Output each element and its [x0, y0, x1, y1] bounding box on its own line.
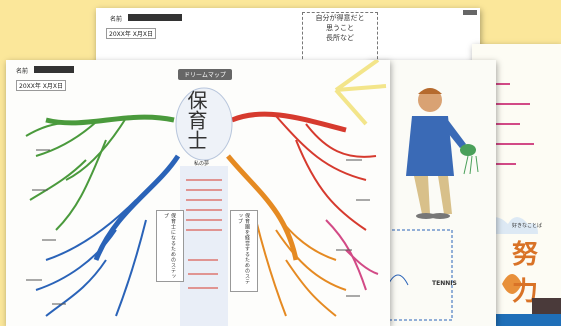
date-field: 20XX年 X月X日 — [106, 28, 156, 39]
branch-notes — [26, 149, 370, 305]
date-field: 20XX年 X月X日 — [16, 80, 66, 91]
person-shirt — [406, 116, 454, 176]
center-cloud — [175, 87, 233, 161]
red-branch — [231, 111, 377, 231]
mind-map — [25, 60, 387, 326]
worksheet-front: 名前 20XX年 X月X日 ドリームマップ — [6, 60, 390, 326]
watering-can — [460, 144, 476, 156]
sun-rays — [334, 60, 387, 126]
pink-branch — [325, 219, 379, 291]
name-field — [34, 66, 74, 73]
person-pants — [414, 176, 452, 214]
worksheet-title: ドリームマップ — [178, 69, 232, 80]
center-ribbon — [180, 166, 228, 326]
center-title: 保育士 — [184, 90, 208, 150]
name-label: 名前 — [16, 68, 29, 75]
cloud-shape — [482, 217, 538, 234]
step-card-right: 保育園を経営するためのステップ — [230, 210, 258, 292]
ribbon-notes — [186, 179, 222, 289]
name-label: 名前 — [110, 16, 123, 23]
note-line: 長所など — [326, 34, 354, 42]
corner-tag — [463, 10, 477, 15]
worksheet-back: 名前 20XX年 X月X日 自分が得意だと 思うこと 長所など — [96, 8, 480, 68]
step-card-left: 保育士になるためのステップ — [156, 210, 184, 282]
strength-note: 自分が得意だと 思うこと 長所など — [302, 12, 378, 64]
tennis-label: TENNIS — [432, 280, 457, 287]
center-caption: 私の夢 — [194, 161, 210, 167]
blue-branch — [35, 154, 181, 317]
green-branch — [25, 114, 175, 231]
favorite-word-label: 好きなことば — [512, 223, 543, 229]
note-line: 思うこと — [326, 24, 354, 32]
name-field — [128, 14, 182, 21]
orange-branch — [226, 154, 347, 317]
note-line: 自分が得意だと — [315, 14, 365, 22]
heart-shape — [502, 274, 522, 294]
favorite-word: 努力 — [512, 240, 539, 307]
